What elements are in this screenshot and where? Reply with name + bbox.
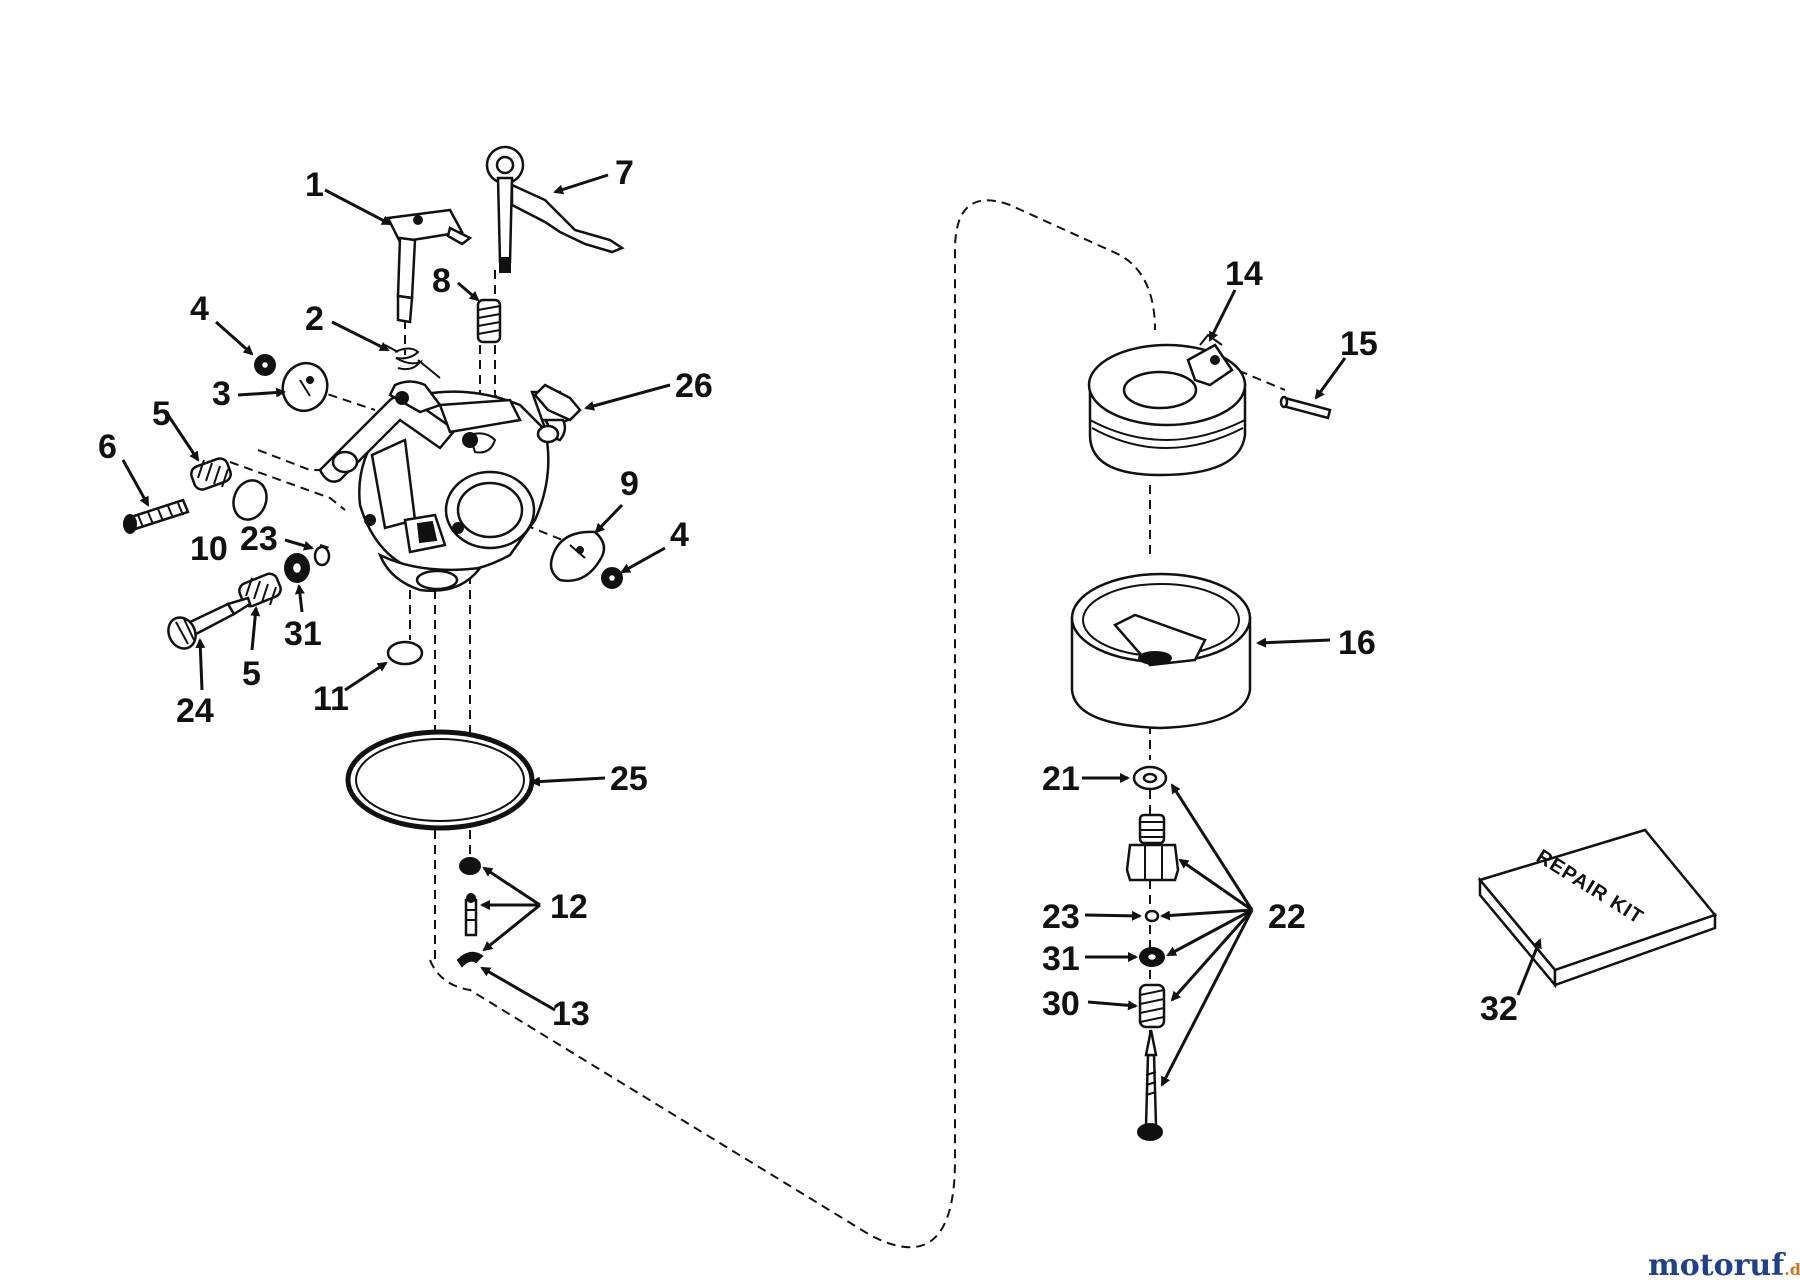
part-6-idle-screw xyxy=(123,498,190,534)
callout-25: 25 xyxy=(610,760,648,798)
part-25-bowl-gasket xyxy=(345,729,535,831)
part-23-o-ring-right xyxy=(1144,909,1160,923)
part-11-welch-plug xyxy=(386,640,424,666)
callout-23-left: 23 xyxy=(240,520,278,558)
part-13-clip xyxy=(456,951,484,968)
leader-arrows xyxy=(121,173,1542,1087)
callout-1: 1 xyxy=(305,166,324,204)
assembly-dashed-boundary xyxy=(429,199,1156,1249)
part-22-main-nozzle xyxy=(1125,813,1180,882)
callout-15: 15 xyxy=(1340,325,1378,363)
part-21-washer xyxy=(1132,765,1168,791)
callout-23-right: 23 xyxy=(1042,898,1080,936)
part-16-float-bowl xyxy=(1070,572,1252,730)
callout-26: 26 xyxy=(675,367,713,405)
callout-4-lower: 4 xyxy=(670,516,689,554)
part-15-float-pin xyxy=(1279,395,1332,420)
callout-24: 24 xyxy=(176,692,214,730)
part-7-choke-shaft xyxy=(485,145,625,273)
part-5-spring-upper xyxy=(190,457,232,491)
callout-12: 12 xyxy=(550,888,588,926)
callout-7: 7 xyxy=(615,154,634,192)
part-4-screw-upper xyxy=(254,354,276,376)
callout-3: 3 xyxy=(212,375,231,413)
right-assembly-lines xyxy=(1149,364,1286,1110)
watermark-suffix: .de xyxy=(1784,1260,1800,1279)
callout-32: 32 xyxy=(1480,990,1518,1028)
callout-30: 30 xyxy=(1042,985,1080,1023)
part-1-throttle-shaft xyxy=(386,208,473,324)
part-14-float xyxy=(1087,333,1247,477)
callout-2: 2 xyxy=(305,300,324,338)
callout-22: 22 xyxy=(1268,898,1306,936)
part-22-adjusting-needle xyxy=(1137,1029,1163,1141)
callout-5-upper: 5 xyxy=(152,395,171,433)
part-3-throttle-plate xyxy=(281,361,329,413)
callout-5-lower: 5 xyxy=(242,655,261,693)
callout-4-upper: 4 xyxy=(190,290,209,328)
part-5-spring-lower xyxy=(238,572,282,608)
callout-16: 16 xyxy=(1338,624,1376,662)
part-4-screw-lower xyxy=(601,567,623,589)
callout-31-right: 31 xyxy=(1042,940,1080,978)
part-26-fuel-inlet xyxy=(530,383,582,444)
part-12-inlet-needle xyxy=(459,857,481,937)
callout-6: 6 xyxy=(98,428,117,466)
part-8-spring xyxy=(476,298,502,344)
callout-numbers: 1 7 8 4 2 3 26 5 6 9 4 23 10 31 5 24 11 … xyxy=(98,154,1518,1033)
svg-text:motoruf.de: motoruf.de xyxy=(1648,1248,1800,1283)
callout-11: 11 xyxy=(313,680,349,718)
watermark-text: motoruf xyxy=(1648,1248,1786,1283)
part-9-choke-plate xyxy=(549,530,606,583)
callout-9: 9 xyxy=(620,465,639,503)
part-31-washer-right xyxy=(1139,947,1165,967)
part-24-main-needle xyxy=(167,596,252,650)
part-30-spring xyxy=(1138,983,1166,1029)
callout-31-left: 31 xyxy=(284,615,322,653)
callout-13: 13 xyxy=(552,995,590,1033)
callout-21: 21 xyxy=(1042,760,1080,798)
callout-10: 10 xyxy=(190,530,228,568)
watermark: motoruf.de xyxy=(1648,1248,1800,1283)
part-10-gasket xyxy=(232,479,268,521)
callout-8: 8 xyxy=(432,262,451,300)
callout-14: 14 xyxy=(1225,255,1263,293)
part-31-washer-left xyxy=(284,553,310,583)
carburetor-body xyxy=(318,380,550,592)
part-32-repair-kit: REPAIR KIT xyxy=(1477,828,1718,989)
part-23-o-ring-left xyxy=(313,545,331,567)
part-2-throttle-spring xyxy=(384,344,441,379)
